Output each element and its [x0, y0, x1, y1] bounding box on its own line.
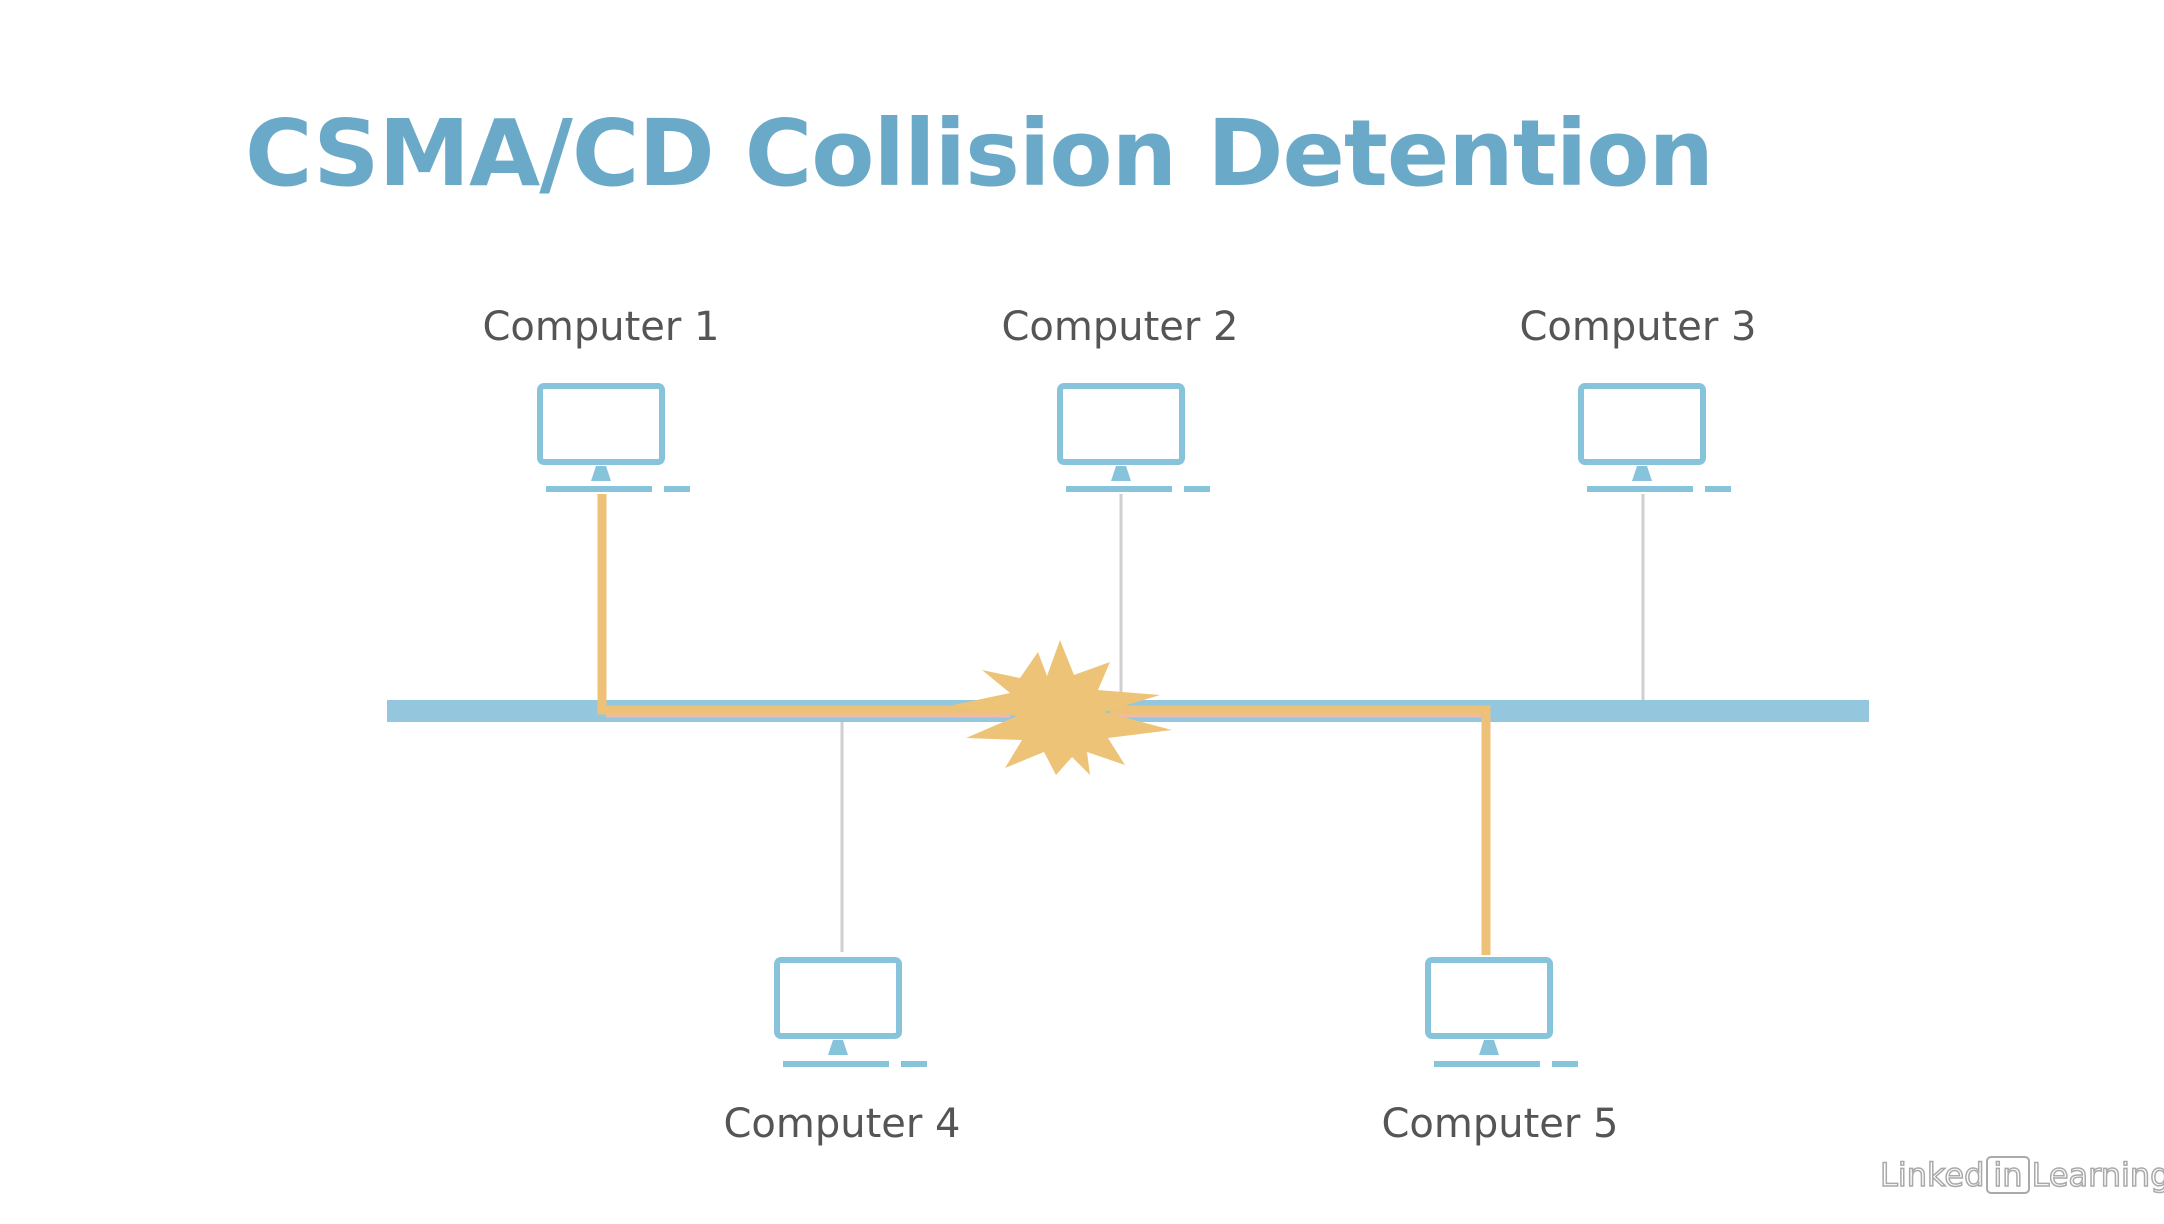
signal-path-computer-1	[597, 494, 1010, 715]
signal-path-computer-5	[1110, 705, 1491, 955]
computer-label: Computer 2	[1001, 304, 1238, 350]
monitor-stand	[1111, 466, 1131, 481]
monitor-icon	[1578, 383, 1706, 465]
computer-label: Computer 1	[482, 304, 719, 350]
monitor-stand	[1632, 466, 1652, 481]
computer-5: Computer 5	[1381, 957, 1619, 1147]
monitor-base-dash	[901, 1061, 927, 1067]
computer-label: Computer 5	[1381, 1101, 1618, 1147]
monitor-icon	[1057, 383, 1185, 465]
computer-label: Computer 4	[723, 1101, 960, 1147]
computer-1: Computer 1	[482, 304, 720, 492]
brand-right: Learning	[2031, 1155, 2164, 1195]
monitor-base	[783, 1061, 889, 1067]
monitor-base-dash	[1552, 1061, 1578, 1067]
monitor-stand	[591, 466, 611, 481]
page-title: CSMA/CD Collision Detention	[245, 100, 1714, 207]
monitor-stand	[1479, 1040, 1499, 1055]
monitor-base	[1434, 1061, 1540, 1067]
brand-left: Linked	[1879, 1155, 1985, 1195]
computer-3: Computer 3	[1519, 304, 1757, 492]
monitor-base	[1587, 486, 1693, 492]
monitor-icon	[1425, 957, 1553, 1039]
brand-box: in	[1986, 1156, 2030, 1194]
burst-icon	[953, 640, 1172, 775]
computer-2: Computer 2	[1001, 304, 1239, 492]
monitor-base-dash	[1705, 486, 1731, 492]
monitor-icon	[774, 957, 902, 1039]
computer-4: Computer 4	[723, 957, 961, 1147]
monitor-base	[1066, 486, 1172, 492]
monitor-stand	[828, 1040, 848, 1055]
monitor-base-dash	[664, 486, 690, 492]
computer-label: Computer 3	[1519, 304, 1756, 350]
monitor-icon	[537, 383, 665, 465]
monitor-base-dash	[1184, 486, 1210, 492]
monitor-base	[546, 486, 652, 492]
